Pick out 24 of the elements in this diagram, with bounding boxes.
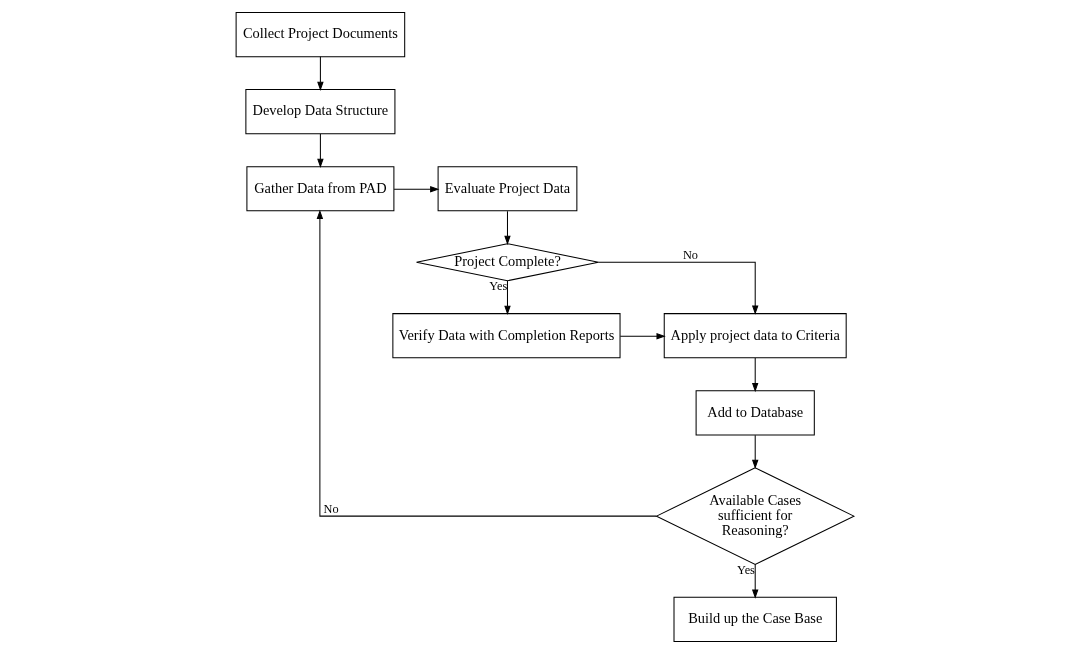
arrow <box>751 357 758 393</box>
arrow <box>751 434 758 470</box>
node-box: Develop Data Structure <box>244 89 395 135</box>
arrow <box>316 133 324 169</box>
edge-label: No <box>323 501 339 516</box>
arrow <box>597 261 758 315</box>
node-diamond: Available Cases sufficient for Reasoning? <box>654 467 855 566</box>
node-box: Build up the Case Base <box>673 596 837 643</box>
edge-label: Yes <box>488 279 507 294</box>
arrow <box>316 56 324 91</box>
node-diamond: Project Complete? <box>415 243 599 282</box>
arrow <box>751 563 758 599</box>
node-box: Evaluate Project Data <box>437 166 577 212</box>
arrow <box>503 210 511 245</box>
arrow <box>619 333 666 340</box>
node-box: Verify Data with Completion Reports <box>391 313 621 359</box>
node-box: Collect Project Documents <box>235 11 405 58</box>
edge-label: No <box>682 247 698 262</box>
node-box: Gather Data from PAD <box>245 166 394 212</box>
node-box: Apply project data to Criteria <box>663 313 847 359</box>
arrow <box>393 186 439 193</box>
node-box: Add to Database <box>695 390 815 436</box>
arrow <box>316 209 657 517</box>
arrow <box>503 280 511 316</box>
